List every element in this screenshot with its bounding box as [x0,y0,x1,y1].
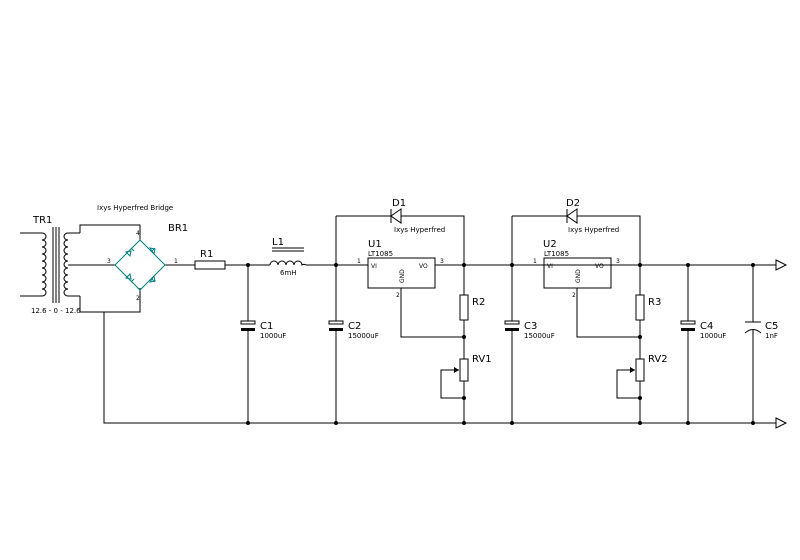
c3-value: 15000uF [524,332,555,340]
capacitor-c4: C4 1000uF [680,265,726,423]
r2-ref: R2 [472,297,485,308]
diode-d2: D2 Ixys Hyperfred [512,198,641,265]
potentiometer-rv2: RV2 [616,354,668,423]
br1-ref: BR1 [168,223,188,234]
c3-ref: C3 [524,321,537,332]
potentiometer-rv1: RV1 [440,354,492,423]
c1-value: 1000uF [260,332,286,340]
d1-value: Ixys Hyperfred [394,226,445,234]
resistor-r1: R1 [194,249,248,270]
u1-pin-2: 2 [396,292,400,299]
u2-ref: U2 [543,239,557,250]
capacitor-c3: C3 15000uF [504,216,555,423]
regulator-u1: U1 LT1085 VI VO GND 1 3 2 [357,239,640,338]
bridge-rectifier-br1: 4 3 1 2 BR1 Ixys Hyperfred Bridge [79,204,195,313]
tr1-ref: TR1 [32,215,52,226]
c5-ref: C5 [765,321,778,332]
br1-pin-3: 3 [107,258,111,265]
junction-dots [246,263,755,425]
u2-pin-vi: VI [547,263,553,270]
output-ground-terminal [775,417,788,429]
l1-ref: L1 [272,237,284,248]
br1-pin-1: 1 [174,258,178,265]
c4-value: 1000uF [700,332,726,340]
u2-pin-1: 1 [533,258,537,265]
rv2-ref: RV2 [648,354,668,365]
capacitor-c1: C1 1000uF [240,265,286,423]
resistor-r2: R2 [459,265,485,359]
rv1-ref: RV1 [472,354,492,365]
u2-pin-3: 3 [616,258,620,265]
u2-pin-vo: VO [595,263,604,270]
c2-ref: C2 [348,321,361,332]
output-positive-terminal [775,259,788,271]
u2-pin-2: 2 [572,292,576,299]
c1-ref: C1 [260,321,273,332]
c5-value: 1nF [765,332,778,340]
resistor-r3: R3 [635,265,661,359]
u1-pin-vi: VI [371,263,377,270]
c2-value: 15000uF [348,332,379,340]
capacitor-c5: C5 1nF [744,265,778,423]
u1-part: LT1085 [368,250,393,258]
c4-ref: C4 [700,321,713,332]
br1-pin-4: 4 [136,230,140,237]
regulator-u2: U2 LT1085 VI VO GND 1 3 2 [533,239,640,338]
capacitor-c2: C2 15000uF [328,216,379,423]
transformer-tr1: TR1 12.6 - 0 - 12.6 [20,215,81,315]
u1-pin-1: 1 [357,258,361,265]
u2-pin-gnd: GND [575,269,582,283]
r3-ref: R3 [648,297,661,308]
u1-pin-vo: VO [419,263,428,270]
d1-ref: D1 [392,198,406,209]
br1-pin-2: 2 [136,295,140,302]
br1-value: Ixys Hyperfred Bridge [97,204,173,212]
r1-ref: R1 [200,249,213,260]
d2-value: Ixys Hyperfred [568,226,619,234]
diode-d1: D1 Ixys Hyperfred [336,198,465,265]
u1-pin-gnd: GND [399,269,406,283]
u2-part: LT1085 [544,250,569,258]
l1-value: 6mH [280,269,297,277]
ground-rail [80,311,776,424]
inductor-l1: L1 6mH [248,237,368,277]
u1-pin-3: 3 [440,258,444,265]
u1-ref: U1 [368,239,382,250]
tr1-value: 12.6 - 0 - 12.6 [31,307,81,315]
d2-ref: D2 [566,198,580,209]
